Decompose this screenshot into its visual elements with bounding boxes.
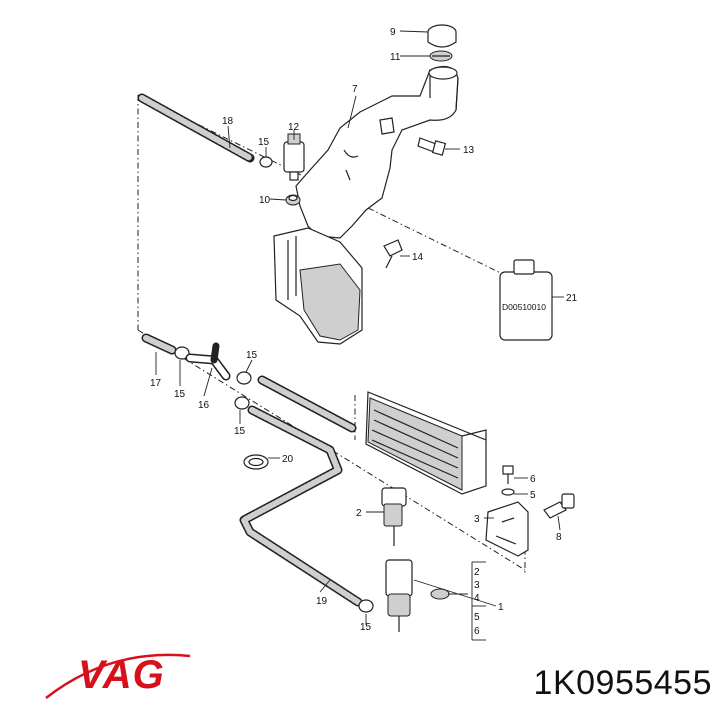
- grommet-10: [285, 194, 301, 206]
- part-number: 1K0955455: [533, 664, 712, 702]
- washer-pump: [283, 133, 305, 181]
- headlight: [365, 391, 487, 495]
- callout-14: 14: [412, 252, 424, 263]
- callout-15-b: 15: [174, 389, 186, 400]
- pump-1: [385, 559, 413, 632]
- screw-14: [383, 239, 403, 269]
- logo-text: VAG: [78, 653, 165, 697]
- clamp-15-mid: [236, 371, 252, 385]
- callout-11: 11: [390, 52, 401, 63]
- callout-19: 19: [316, 596, 328, 607]
- group-item-5: 5: [474, 612, 480, 623]
- callout-20: 20: [282, 454, 294, 465]
- group-item-3: 3: [474, 580, 480, 591]
- group-item-2: 2: [474, 567, 480, 578]
- washer-5: [501, 488, 515, 496]
- callout-15-a: 15: [258, 137, 270, 148]
- fluid-bottle: D00510010: [499, 259, 553, 341]
- group-item-6: 6: [474, 626, 480, 637]
- group-item-4: 4: [474, 593, 480, 604]
- callout-1: 1: [498, 602, 504, 613]
- callout-6: 6: [530, 474, 536, 485]
- hose-19: [239, 405, 363, 607]
- clamp-15-top: [259, 156, 273, 168]
- bracket-3: [485, 501, 529, 557]
- bolt-8: [543, 493, 575, 519]
- clamp-15-lower: [234, 396, 250, 410]
- callout-18: 18: [222, 116, 234, 127]
- bolt-6: [502, 465, 514, 484]
- bottle-label: D00510010: [502, 302, 546, 312]
- callout-5-a: 5: [530, 490, 536, 501]
- callout-16: 16: [198, 400, 210, 411]
- callout-9: 9: [390, 27, 396, 38]
- bolt-13: [417, 137, 447, 156]
- hose-18: [137, 93, 255, 163]
- filler-cap: [427, 24, 457, 48]
- washer-reservoir: [273, 65, 459, 345]
- leader-lines: [155, 30, 564, 640]
- callout-15-d: 15: [234, 426, 246, 437]
- clamp-15-left: [174, 346, 190, 360]
- callout-15-c: 15: [246, 350, 258, 361]
- callout-numbers: 9 11 7 18 12 15 10 13 14 21 17 15 16 15 …: [150, 27, 578, 633]
- clamp-15-bottom: [358, 599, 374, 613]
- valve-2: [381, 487, 407, 546]
- callout-15-e: 15: [360, 622, 372, 633]
- hose-upper-right: [257, 375, 357, 433]
- callout-2-a: 2: [356, 508, 362, 519]
- vag-logo: VAG: [45, 653, 191, 699]
- callout-13: 13: [463, 145, 475, 156]
- callout-7: 7: [352, 84, 358, 95]
- callout-3-a: 3: [474, 514, 480, 525]
- bracket-group: 2 3 4 5 6: [472, 561, 486, 641]
- filter-screen: [429, 50, 453, 62]
- callout-8: 8: [556, 532, 562, 543]
- callout-10: 10: [259, 195, 271, 206]
- callout-21: 21: [566, 293, 578, 304]
- connector-16: [185, 342, 231, 381]
- callout-17: 17: [150, 378, 162, 389]
- callout-12: 12: [288, 122, 300, 133]
- clamp-20: [243, 454, 269, 470]
- hose-17: [141, 333, 177, 355]
